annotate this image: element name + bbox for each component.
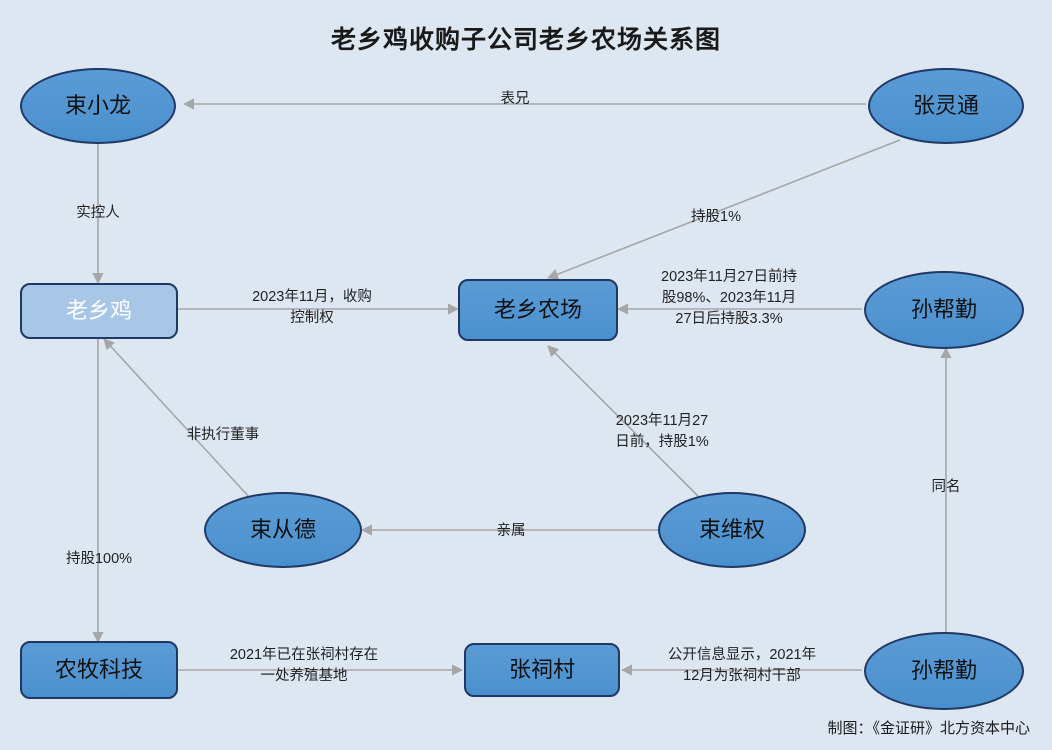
- edge-line-chigu1-zhang: [546, 139, 901, 280]
- node-zhang-ci-cun[interactable]: 张祠村: [464, 643, 620, 697]
- node-nong-mu-ke-ji[interactable]: 农牧科技: [20, 641, 178, 699]
- edge-label-yangzhi: 2021年已在张祠村存在 一处养殖基地: [229, 647, 379, 685]
- edge-label-chigu1-shu: 2023年11月27 日前，持股1%: [615, 413, 709, 451]
- node-label: 束从德: [249, 517, 316, 543]
- node-shu-wei-quan[interactable]: 束维权: [658, 492, 806, 568]
- edge-label-qinshu: 亲属: [496, 523, 526, 539]
- node-label: 孙帮勤: [910, 297, 977, 323]
- node-label: 老乡农场: [493, 297, 582, 323]
- node-label: 束小龙: [64, 93, 131, 119]
- node-shu-xiao-long[interactable]: 束小龙: [20, 68, 176, 144]
- edge-label-tongming: 同名: [931, 479, 961, 495]
- node-lao-xiang-ji[interactable]: 老乡鸡: [20, 283, 178, 339]
- node-label: 老乡鸡: [65, 298, 132, 324]
- node-sun-bang-qin-bottom[interactable]: 孙帮勤: [864, 632, 1024, 710]
- edge-label-chigu98: 2023年11月27日前持 股98%、2023年11月 27日后持股3.3%: [661, 269, 797, 328]
- node-label: 束维权: [698, 517, 765, 543]
- node-sun-bang-qin-top[interactable]: 孙帮勤: [864, 271, 1024, 349]
- node-label: 农牧科技: [54, 657, 143, 683]
- edge-line-feizhixing: [103, 338, 251, 499]
- node-label: 张祠村: [508, 657, 575, 683]
- edge-label-biaoxiong: 表兄: [500, 91, 530, 107]
- edge-label-ganbu: 公开信息显示，2021年 12月为张祠村干部: [667, 647, 817, 685]
- node-shu-cong-de[interactable]: 束从德: [204, 492, 362, 568]
- node-label: 孙帮勤: [910, 658, 977, 684]
- edge-label-chigu100: 持股100%: [65, 551, 133, 567]
- edge-line-chigu1-shu: [547, 345, 701, 499]
- node-label: 张灵通: [912, 93, 979, 119]
- edge-label-shougou: 2023年11月，收购 控制权: [252, 289, 372, 327]
- page-title: 老乡鸡收购子公司老乡农场关系图: [330, 26, 721, 54]
- credit-text: 制图：《金证研》北方资本中心: [827, 720, 1030, 737]
- node-zhang-ling-tong[interactable]: 张灵通: [868, 68, 1024, 144]
- edge-label-chigu1-zhang: 持股1%: [691, 209, 741, 225]
- edge-label-shikongren: 实控人: [76, 205, 120, 221]
- node-lao-xiang-nong-chang[interactable]: 老乡农场: [458, 279, 618, 341]
- edge-label-feizhixing: 非执行董事: [186, 427, 260, 443]
